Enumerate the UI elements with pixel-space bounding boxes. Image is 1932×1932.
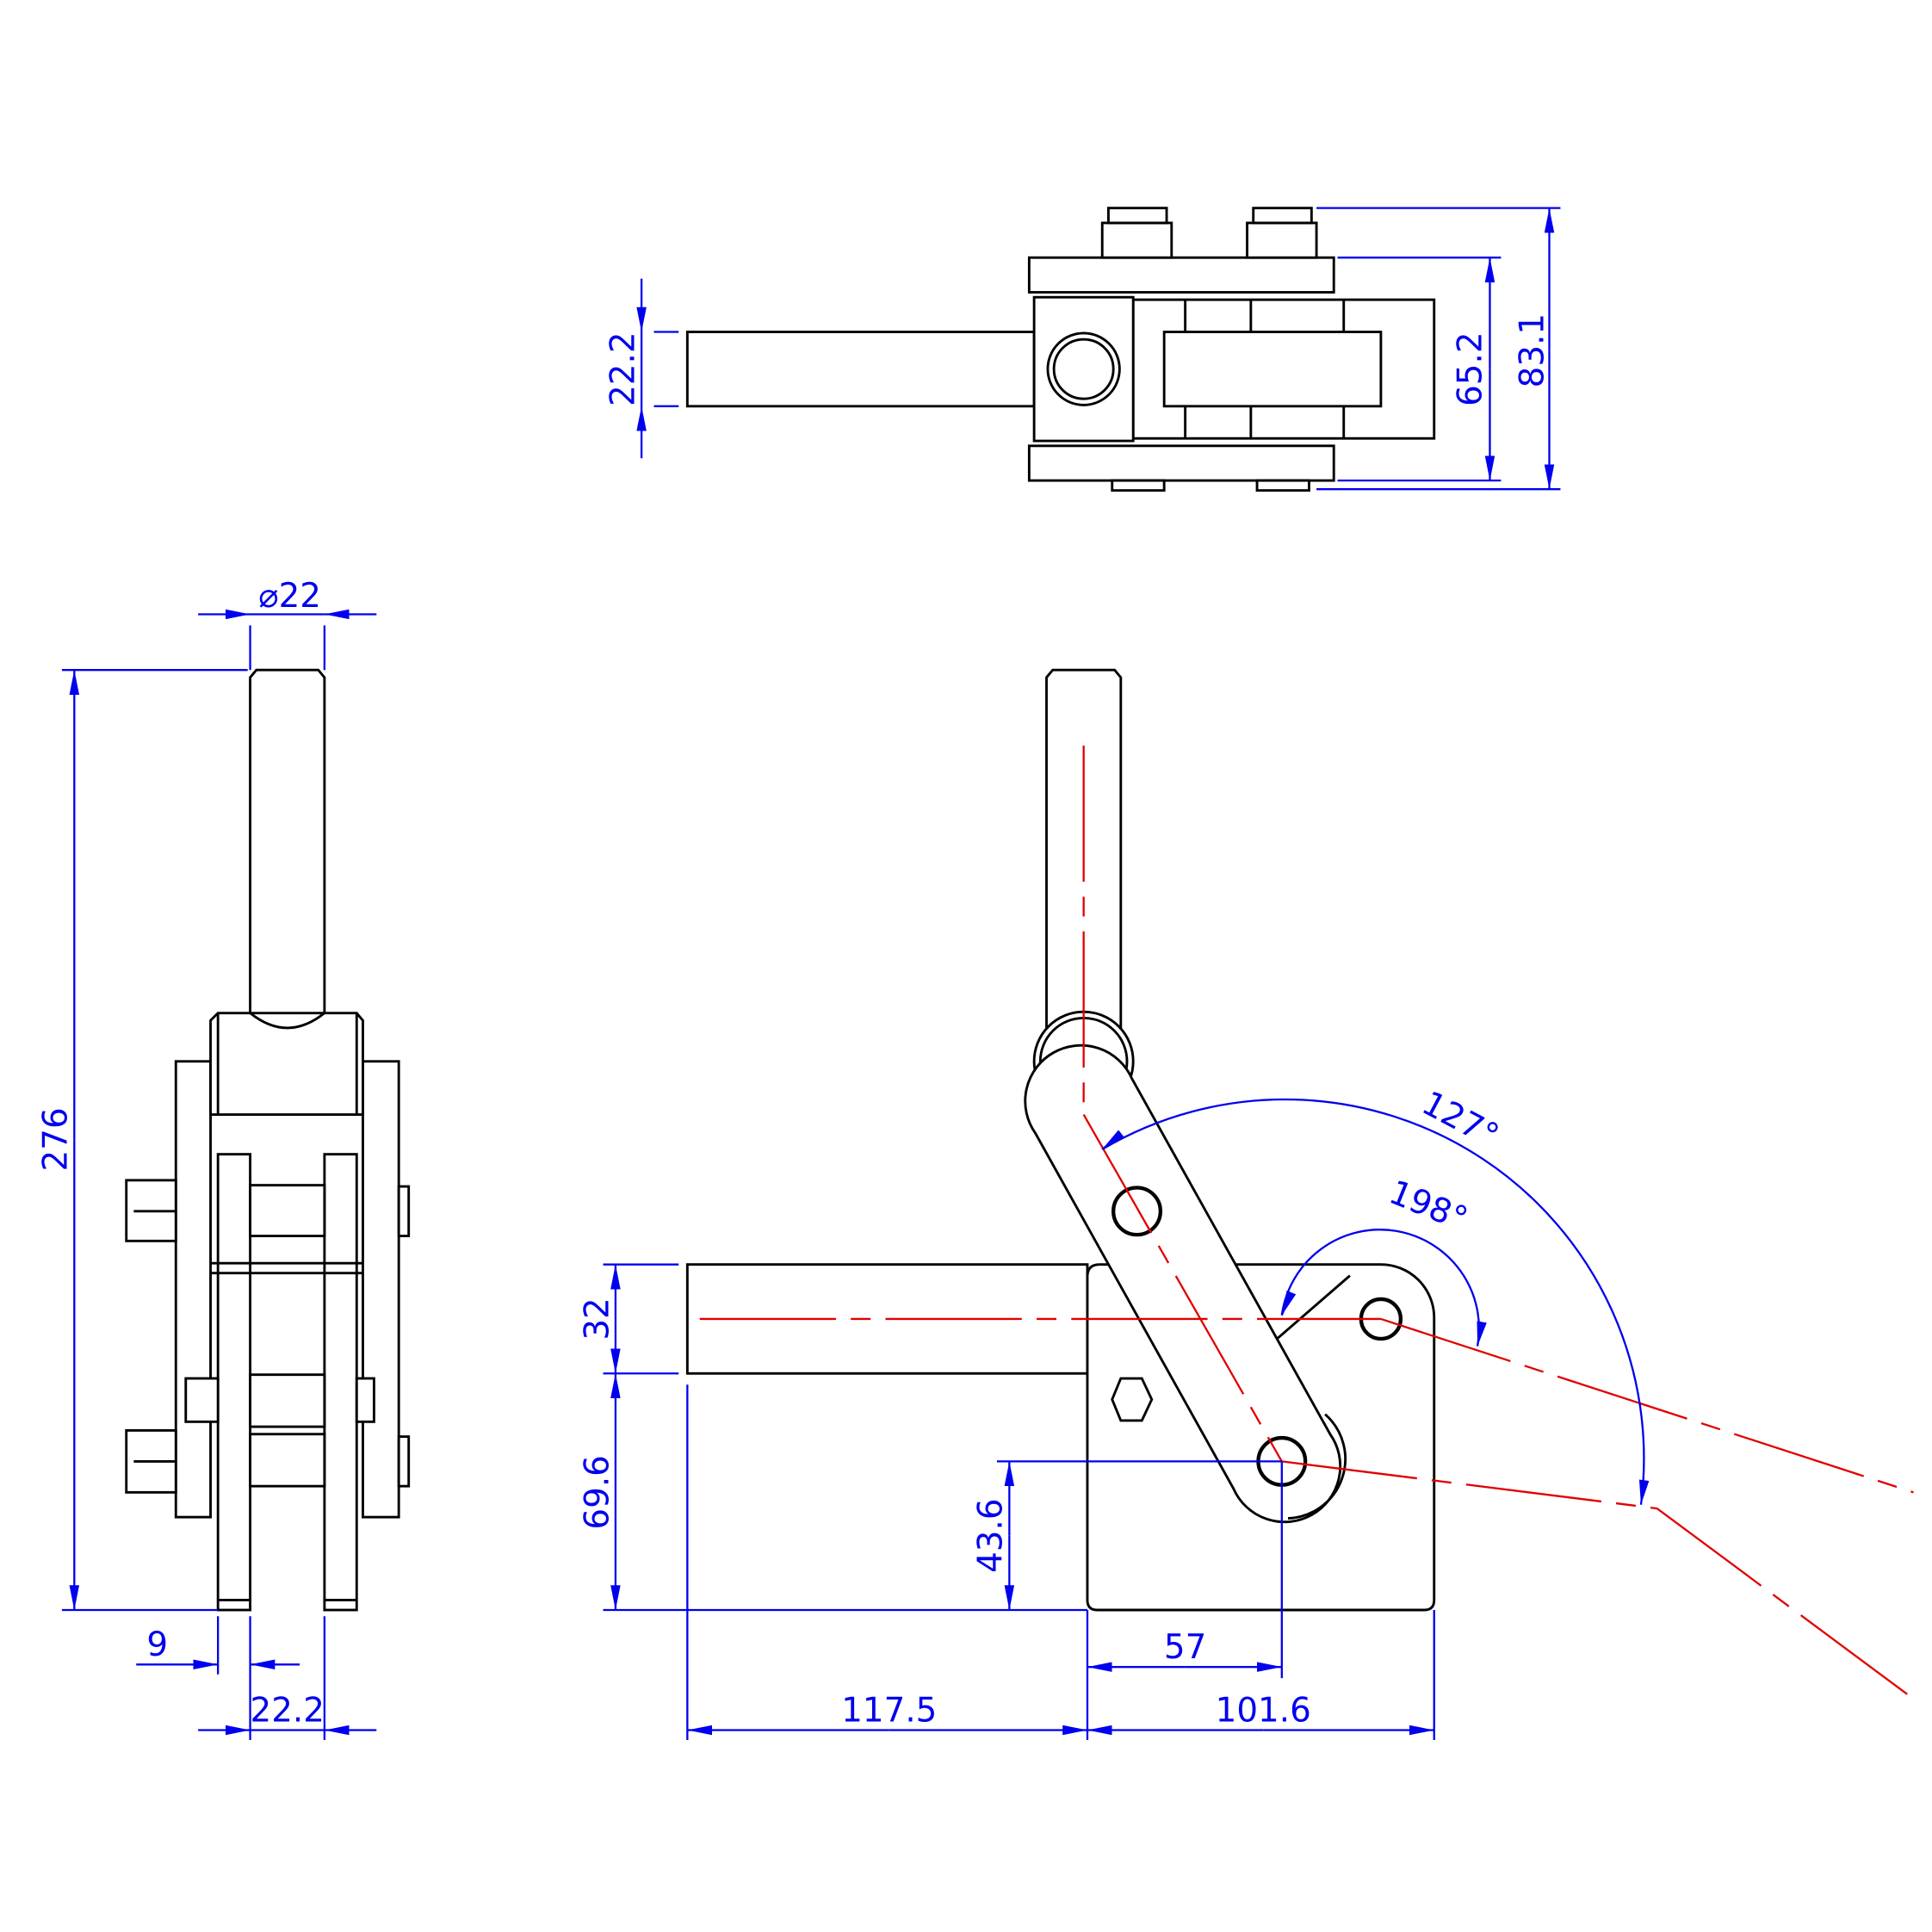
nut-icon — [1100, 221, 1173, 259]
outer-plate-left — [174, 1060, 212, 1519]
dim-base-length: 101.6 — [1216, 1691, 1311, 1730]
dim-handle-diameter: ⌀22 — [258, 577, 321, 616]
hex-bolt-icon — [1111, 1377, 1154, 1422]
angle-arm: 198° — [1384, 1173, 1473, 1240]
handle-bar-top — [685, 331, 1036, 408]
front-view: 127° 198° 32 69.6 43.6 57 117.5 101.6 — [578, 668, 1914, 1741]
handle-rod — [249, 668, 326, 1015]
pivot-hole — [1046, 331, 1121, 406]
dim-base-to-bar: 69.6 — [578, 1455, 616, 1529]
dim-overall-height: 276 — [37, 1107, 76, 1171]
inner-plate-right — [323, 1153, 358, 1612]
dim-plate-gap: 22.2 — [250, 1691, 324, 1730]
link-body — [1131, 298, 1436, 440]
pivot-block — [1032, 295, 1135, 443]
top-view: 22.2 65.2 83.1 — [604, 207, 1561, 492]
top-plate — [1027, 256, 1335, 294]
inner-plate-left — [216, 1153, 252, 1612]
handle-block — [209, 1012, 364, 1117]
dim-bar-height: 32 — [578, 1297, 616, 1340]
link-hole — [1112, 1186, 1162, 1237]
nut-icon — [1246, 221, 1318, 259]
dim-body-width: 65.2 — [1451, 331, 1489, 406]
dim-overall-width: 83.1 — [1513, 313, 1551, 387]
outer-plate-right — [362, 1060, 400, 1519]
dim-pivot-height: 43.6 — [972, 1498, 1011, 1572]
dim-handle-width: 22.2 — [604, 331, 642, 406]
dim-bar-length: 117.5 — [841, 1691, 937, 1730]
bottom-plate — [1027, 444, 1335, 482]
side-view: ⌀22 276 9 22.2 — [37, 577, 411, 1741]
dim-pivot-offset: 57 — [1164, 1628, 1206, 1667]
dim-plate-thickness: 9 — [146, 1625, 168, 1664]
